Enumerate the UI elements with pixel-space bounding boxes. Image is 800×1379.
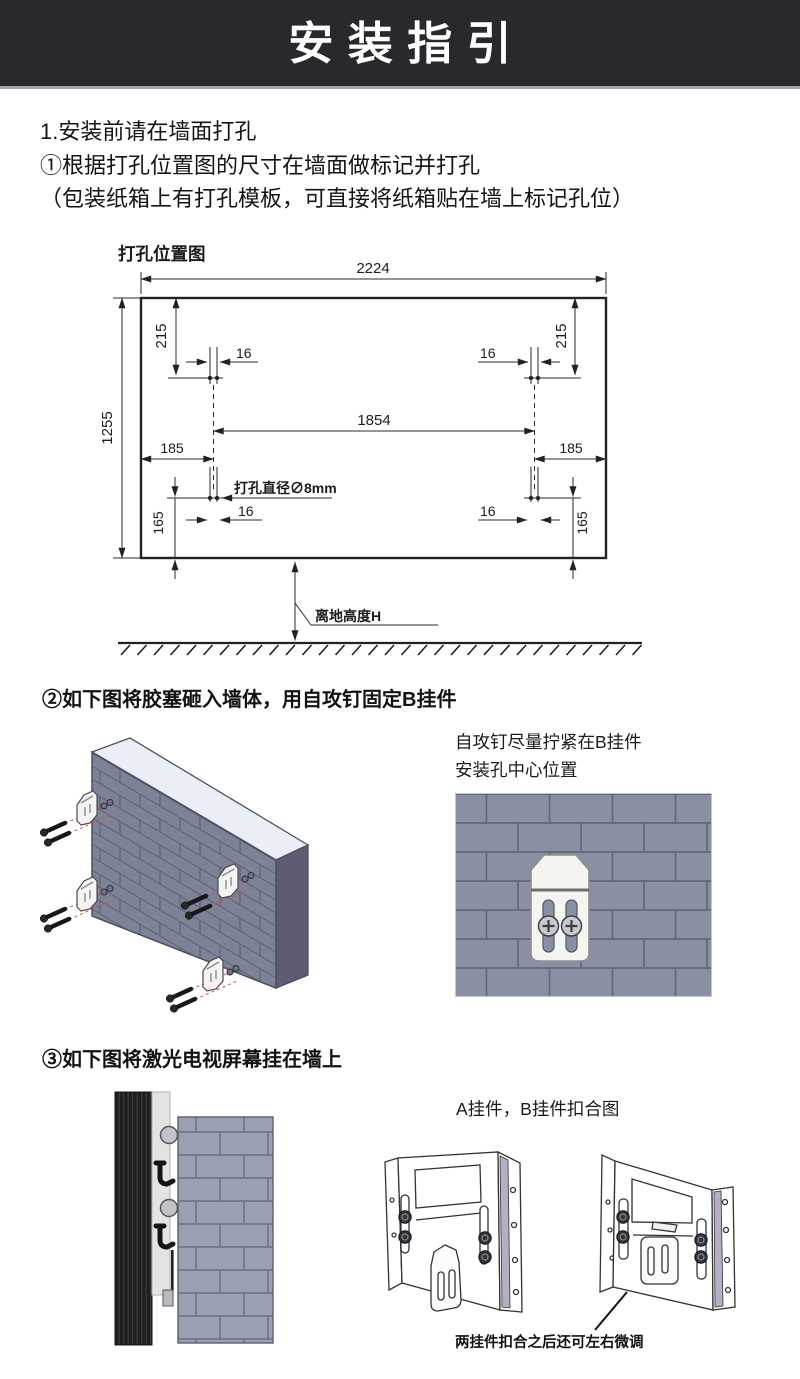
bracket-engagement-diagrams [384,1150,736,1331]
dim-total-width-value: 2224 [356,260,389,277]
screen-outline-rect [139,296,608,560]
tv-screen-panel [114,1091,153,1346]
dim-top-offset-left [168,297,223,379]
wall-anchor-illustration [40,737,310,1030]
self-tapping-screw-right [560,915,583,937]
dim-total-width [140,272,607,294]
holes-top-right [478,347,560,384]
dim-bottom-offset-right-value: 165 [574,511,590,535]
self-tapping-screw-left [537,915,560,937]
dim-hole-gap-bottom-left-value: 16 [238,503,254,519]
step1-line3: （包装纸箱上有打孔模板，可直接将纸箱贴在墙上标记孔位） [40,186,635,211]
page-title: 安装指引 [288,18,526,69]
dim-top-offset-right-value: 215 [553,323,570,348]
dim-hole-gap-top-right-value: 16 [480,345,496,361]
step2-note-line1: 自攻钉尽量拧紧在B挂件 [455,732,642,752]
step2-heading: ②如下图将胶塞砸入墙体，用自攻钉固定B挂件 [42,689,457,711]
dim-side-offset-left-value: 185 [160,440,184,456]
diagram-title: 打孔位置图 [118,244,206,264]
bracket-diagram-separated [384,1150,523,1313]
bracket-closeup-illustration [455,793,712,997]
adjust-note: 两挂件扣合之后还可左右微调 [455,1335,644,1351]
engage-diagram-label: A挂件，B挂件扣合图 [456,1099,620,1119]
screen-hanging-side-view [114,1091,274,1346]
dim-side-offset-right-value: 185 [559,440,583,456]
dim-ground-height [291,561,438,641]
dim-total-height-value: 1255 [99,411,116,444]
step2-note-line2: 安装孔中心位置 [455,759,578,780]
mounting-hardware [153,1125,179,1307]
annotation-leader-line [594,1291,628,1331]
dim-center-span-value: 1854 [357,412,390,429]
ground-hatching [118,641,643,656]
dim-hole-gap-bottom-right-value: 16 [480,503,496,519]
header-bar: 安装指引 [0,0,800,89]
holes-top-left [186,347,258,384]
step3-heading: ③如下图将激光电视屏幕挂在墙上 [42,1049,342,1071]
dim-center-span [213,385,535,492]
b-bracket-plate [530,854,590,962]
screen-back-panel [151,1091,171,1296]
wall-front-face [91,750,277,990]
holes-bottom-left [167,467,332,524]
wall-column [177,1116,274,1344]
dim-bottom-offset-left-value: 165 [150,511,166,535]
dim-hole-gap-top-left-value: 16 [236,345,252,361]
dim-total-height [113,297,141,559]
wall-side-face [275,843,309,989]
dim-top-offset-right [524,297,581,379]
hole-diameter-note: 打孔直径∅8mm [234,480,337,496]
step1-line2: ①根据打孔位置图的尺寸在墙面做标记并打孔 [40,152,481,178]
bracket-diagram-engaged [599,1153,736,1311]
holes-bottom-right [478,467,581,524]
step2-note: 自攻钉尽量拧紧在B挂件 安装孔中心位置 [455,729,642,784]
ground-height-note: 离地高度H [315,608,381,624]
drilling-position-diagram: 打孔位置图 2224 1255 215 215 [99,244,643,656]
step1-line1: 1.安装前请在墙面打孔 [40,119,257,144]
dim-top-offset-left-value: 215 [153,323,170,348]
step1-text-block: 1.安装前请在墙面打孔 ①根据打孔位置图的尺寸在墙面做标记并打孔 （包装纸箱上有… [40,115,634,216]
